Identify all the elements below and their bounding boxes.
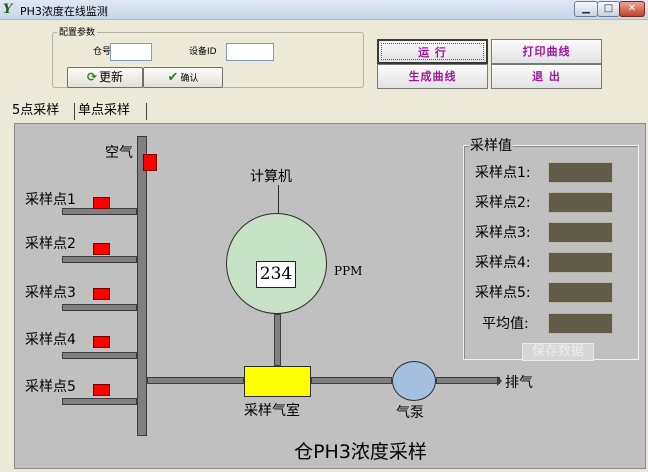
chamber-sensor-pipe [274,314,281,366]
save-data-button[interactable]: 保存数据 [522,343,594,361]
window-title: PH3浓度在线监测 [20,5,108,18]
point4-valve [93,336,110,348]
update-button[interactable]: ⟳更新 [67,67,143,88]
average-label: 平均值: [482,316,529,332]
tab-five-point[interactable]: 5点采样 [12,103,60,118]
run-button[interactable]: 运 行 [377,39,488,64]
exhaust-pipe [436,377,500,384]
ppm-unit: PPM [334,264,363,278]
sample5-label: 采样点5: [475,285,531,301]
app-icon: Y [3,2,13,17]
sampling-chamber [244,366,311,397]
sample1-label: 采样点1: [475,165,531,181]
pump-inlet-pipe [311,377,392,384]
sample2-label: 采样点2: [475,195,531,211]
point2-pipe [62,256,137,263]
sample3-label: 采样点3: [475,225,531,241]
device-id-label: 设备ID [189,47,217,57]
point1-label: 采样点1 [25,192,76,208]
point3-pipe [62,304,137,311]
point5-pipe [62,398,137,405]
point2-valve [93,243,110,255]
chamber-inlet-pipe [147,377,244,384]
config-legend: 配置参数 [57,25,98,38]
tab-divider [74,103,75,120]
computer-link-line [278,185,279,213]
close-icon: ✕ [627,3,637,14]
device-id-input[interactable] [226,43,274,61]
point4-label: 采样点4 [25,332,76,348]
refresh-icon: ⟳ [86,70,98,84]
pump-label: 气泵 [396,405,424,421]
print-curve-button[interactable]: 打印曲线 [491,39,602,64]
warehouse-input[interactable] [110,43,152,61]
sample4-label: 采样点4: [475,255,531,271]
point1-valve [93,197,110,209]
point2-label: 采样点2 [25,236,76,252]
chamber-label: 采样气室 [244,403,300,419]
exit-button[interactable]: 退 出 [491,64,602,89]
generate-curve-button[interactable]: 生成曲线 [377,64,488,89]
panel-footer-title: 仓PH3浓度采样 [294,441,427,463]
maximize-icon: □ [603,3,614,14]
sampling-panel [14,123,646,469]
exhaust-label: 排气 [505,375,533,391]
sample1-value [548,162,613,183]
point5-valve [93,384,110,396]
maximize-button[interactable]: □ [597,1,620,17]
sample2-value [548,192,613,213]
point3-valve [93,288,110,300]
confirm-label: 确认 [180,74,199,84]
close-button[interactable]: ✕ [619,1,645,17]
tab-divider [146,103,147,120]
point3-label: 采样点3 [25,285,76,301]
minimize-button[interactable]: ▁ [574,1,598,17]
point1-pipe [62,208,137,215]
update-label: 更新 [99,70,124,84]
point5-label: 采样点5 [25,379,76,395]
checkmark-icon: ✔ [167,70,179,85]
average-value [548,313,613,334]
ppm-readout: 234 [256,261,296,288]
air-pump [392,361,436,401]
exhaust-arrow-icon [497,376,502,386]
main-manifold-pipe [137,136,147,436]
sample4-value [548,252,613,273]
air-label: 空气 [105,145,133,161]
minimize-icon: ▁ [582,3,590,14]
sample-values-legend: 采样值 [469,135,513,155]
sample3-value [548,222,613,243]
tab-single-point[interactable]: 单点采样 [78,103,131,118]
warehouse-label: 仓号 [93,47,112,57]
computer-label: 计算机 [250,169,292,185]
sample5-value [548,282,613,303]
air-valve [143,154,157,171]
title-bar: Y PH3浓度在线监测 ▁ □ ✕ [0,0,648,20]
point4-pipe [62,352,137,359]
confirm-button[interactable]: ✔确认 [143,67,223,88]
